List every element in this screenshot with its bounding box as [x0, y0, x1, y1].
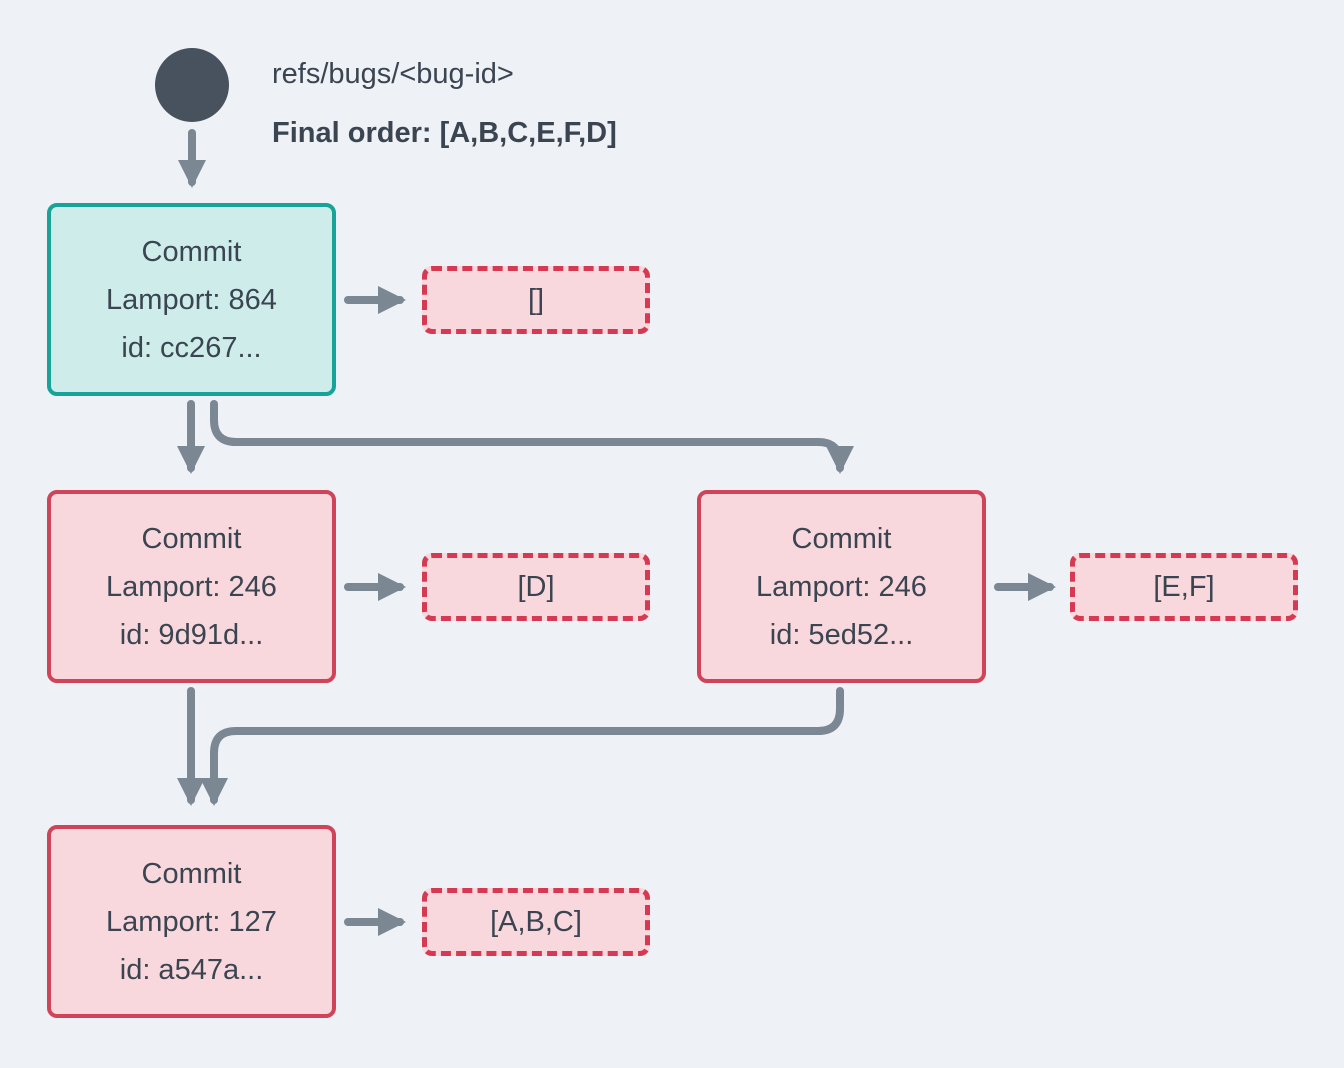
commit-title: Commit	[141, 857, 242, 890]
commit-node-head: Commit Lamport: 864 id: cc267...	[47, 203, 336, 396]
commit-lamport: Lamport: 864	[106, 283, 277, 316]
commit-title: Commit	[141, 522, 242, 555]
operations-label: [A,B,C]	[490, 905, 582, 938]
commit-id: id: 5ed52...	[769, 618, 914, 651]
operations-node-head: []	[422, 266, 650, 334]
ref-head-dot-icon	[155, 48, 229, 122]
operations-node-root: [A,B,C]	[422, 888, 650, 956]
commit-title: Commit	[791, 522, 892, 555]
operations-label: [E,F]	[1153, 570, 1215, 603]
commit-lamport: Lamport: 246	[106, 570, 277, 603]
final-order-label: Final order: [A,B,C,E,F,D]	[272, 117, 617, 149]
operations-node-left: [D]	[422, 553, 650, 621]
commit-lamport: Lamport: 246	[756, 570, 927, 603]
commit-lamport: Lamport: 127	[106, 905, 277, 938]
commit-node-right: Commit Lamport: 246 id: 5ed52...	[697, 490, 986, 683]
operations-label: []	[527, 283, 545, 316]
commit-title: Commit	[141, 235, 242, 268]
commit-id: id: 9d91d...	[119, 618, 264, 651]
commit-node-root: Commit Lamport: 127 id: a547a...	[47, 825, 336, 1018]
commit-id: id: cc267...	[121, 331, 262, 364]
edge-head-to-right-commit-arrow-icon	[210, 400, 854, 474]
operations-node-right: [E,F]	[1070, 553, 1298, 621]
commit-id: id: a547a...	[119, 953, 264, 986]
operations-label: [D]	[517, 570, 555, 603]
commit-node-left: Commit Lamport: 246 id: 9d91d...	[47, 490, 336, 683]
ref-name-label: refs/bugs/<bug-id>	[272, 58, 514, 90]
edge-right-commit-to-root-arrow-icon	[200, 687, 844, 806]
